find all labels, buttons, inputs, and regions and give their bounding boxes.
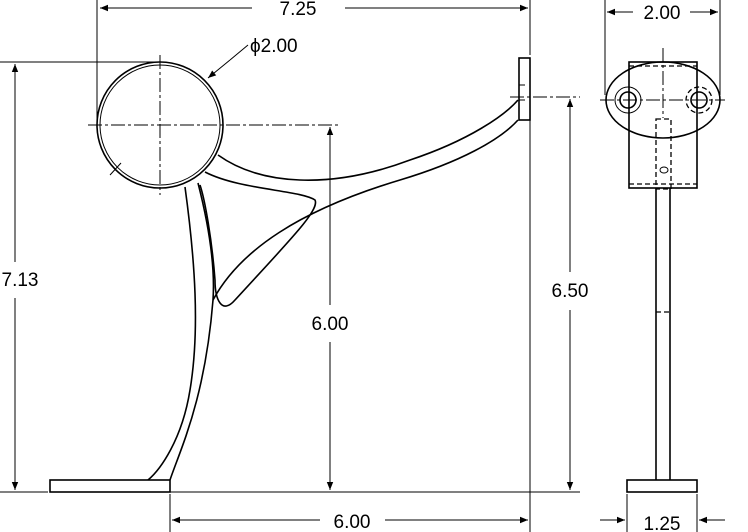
- dim-side-width: 2.00: [644, 3, 681, 24]
- dim-wall-height: 6.50: [552, 281, 589, 302]
- wall-plate: [518, 57, 531, 121]
- side-base: [626, 479, 698, 493]
- dim-tube-diameter: ϕ2.00: [250, 36, 298, 57]
- side-view: [600, 48, 725, 493]
- leg-outer: [147, 186, 197, 481]
- dim-center-height: 6.00: [312, 314, 349, 335]
- arm-upper: [217, 99, 519, 181]
- arm-web: [199, 171, 317, 307]
- dim-overall-width: 7.25: [280, 0, 317, 20]
- arm-lower: [212, 119, 519, 301]
- front-view: [49, 55, 580, 493]
- dim-side-base-width: 1.25: [644, 514, 681, 532]
- dim-overall-height: 7.13: [2, 270, 39, 291]
- dim-base-offset: 6.00: [334, 512, 371, 532]
- floor-base: [49, 479, 171, 493]
